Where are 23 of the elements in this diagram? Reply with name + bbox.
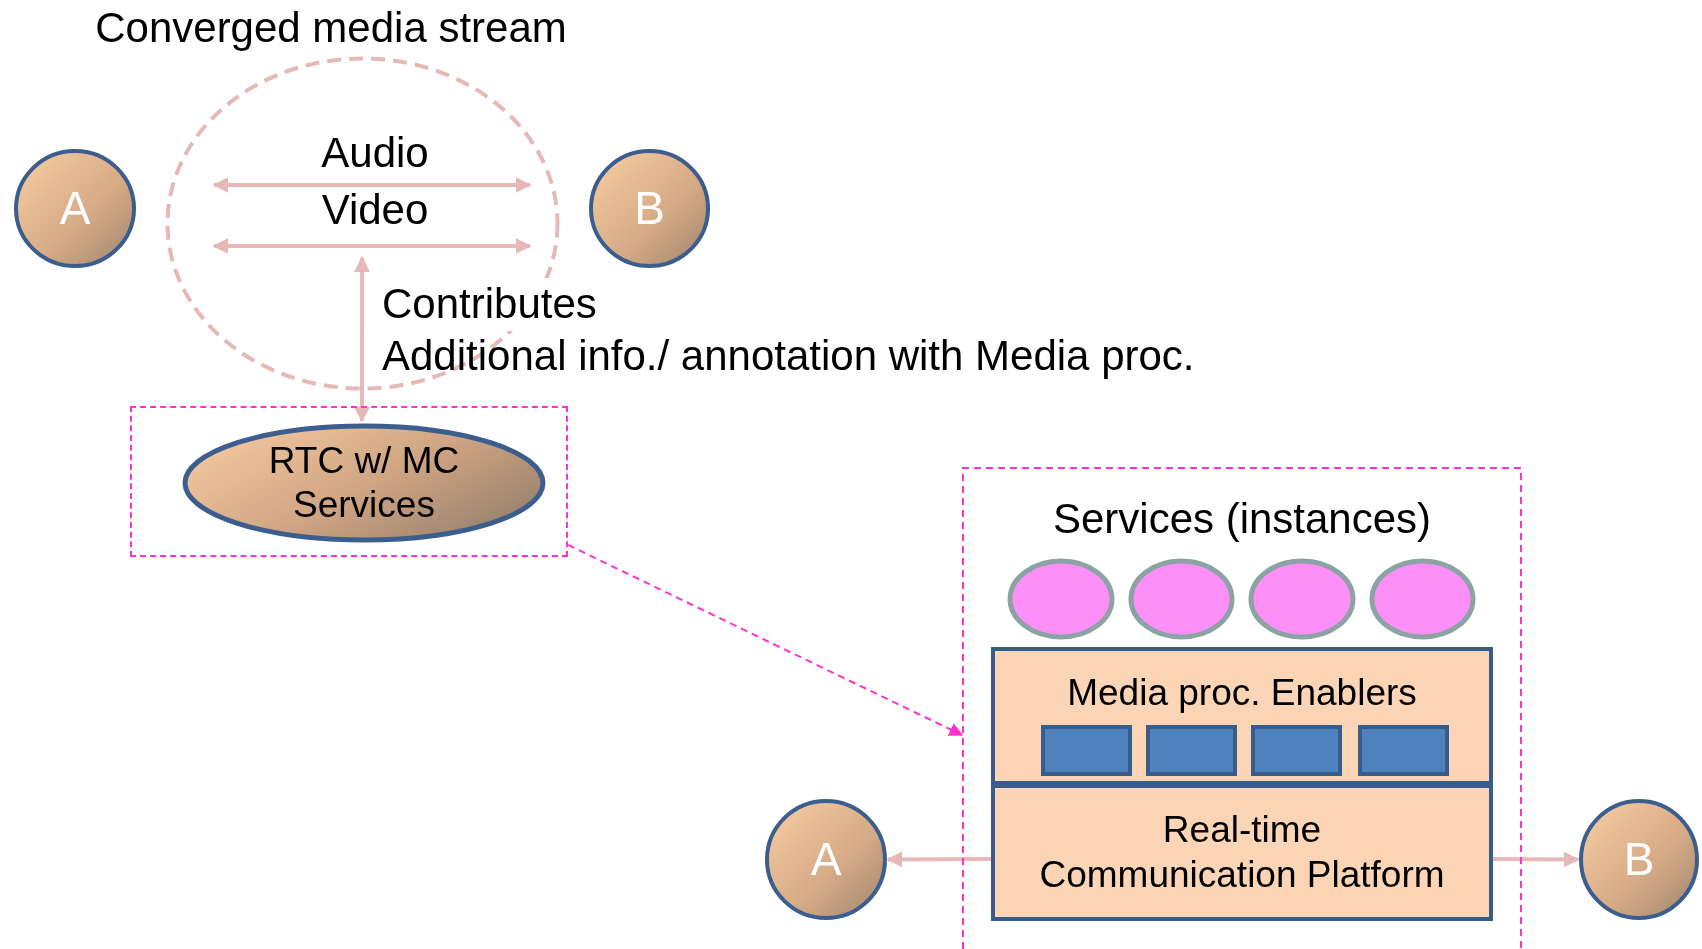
stream-label: Audio [320, 128, 430, 178]
node-letter: A [59, 181, 91, 236]
node-letter: B [634, 181, 665, 236]
enabler-block [1251, 725, 1342, 776]
platform-box [991, 784, 1493, 921]
note-text: Additional info./ annotation with Media proc. [381, 331, 1196, 381]
diagram-heading: Converged media stream [94, 3, 568, 53]
arrow [886, 851, 991, 868]
dashed-frame [130, 406, 568, 557]
stream-label: Video [320, 185, 430, 235]
node-letter: A [810, 832, 842, 887]
group-heading: Services (instances) [1051, 494, 1433, 544]
arrow [354, 256, 371, 423]
node-letter: B [1623, 832, 1655, 887]
node-label: RTC w/ MC Services [267, 438, 461, 527]
enabler-panel [991, 647, 1493, 785]
panel-title: Media proc. Enablers [1066, 671, 1418, 715]
enabler-block [1041, 725, 1132, 776]
arrow [567, 543, 964, 736]
enabler-block [1358, 725, 1449, 776]
enabler-block [1146, 725, 1237, 776]
arrow [1493, 851, 1580, 868]
panel-label: Real-time Communication Platform [1038, 808, 1446, 897]
